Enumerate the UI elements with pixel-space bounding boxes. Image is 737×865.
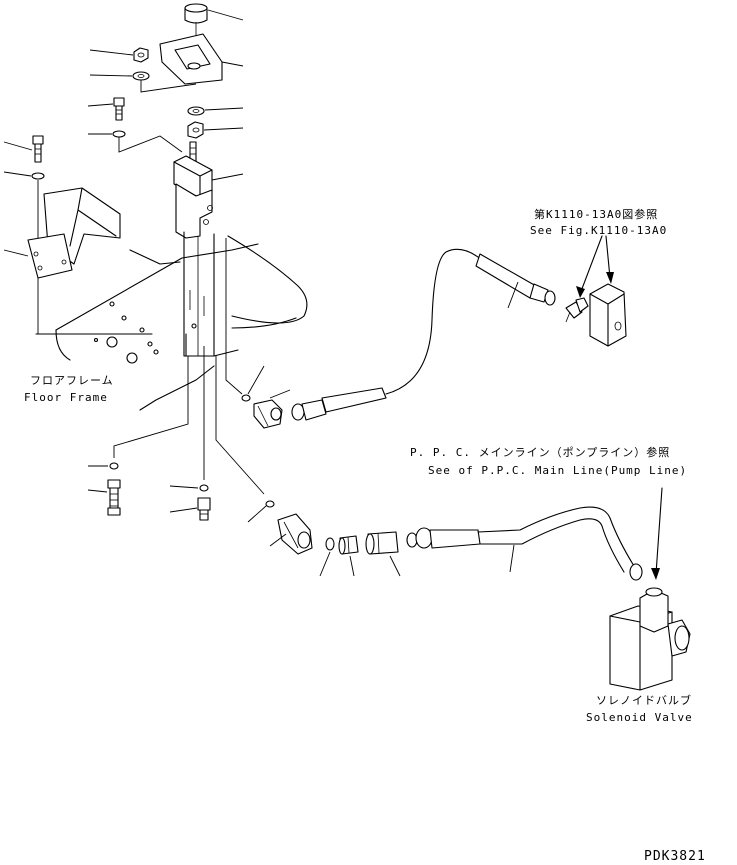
ppc-arrow [651, 487, 663, 580]
connector-left-lower [87, 479, 121, 516]
nut-mid-right [187, 121, 244, 139]
elbow-lower [269, 513, 313, 555]
ppc-valve [173, 141, 244, 357]
knob-cap [184, 3, 244, 56]
washer-top-left [89, 71, 197, 93]
ref-label-en: See Fig.K1110-13A0 [530, 224, 667, 237]
solenoid-label-jp: ソレノイドバルブ [596, 693, 692, 707]
solenoid-valve [609, 587, 691, 691]
ref-fitting [565, 297, 589, 323]
elbow-mid [253, 389, 291, 429]
washer-mid-right [187, 106, 244, 116]
o-ring-center-lower [169, 484, 209, 492]
ppc-label-en: See of P.P.C. Main Line(Pump Line) [428, 464, 687, 477]
nut-top-left [89, 47, 149, 63]
bolt-left-upper [87, 97, 125, 121]
ref-block [589, 283, 627, 347]
o-ring-left-lower [88, 462, 119, 470]
floor-frame [35, 235, 308, 411]
adapter-lower [338, 535, 359, 577]
lower-hose [406, 506, 643, 581]
floor-frame-label-en: Floor Frame [24, 391, 108, 404]
washer-left-upper [88, 130, 183, 153]
ref-arrows [576, 235, 614, 298]
bolt-far-left [3, 135, 44, 163]
ppc-label-jp: P. P. C. メインライン（ポンプライン）参照 [410, 445, 670, 459]
o-ring-mid [241, 365, 265, 402]
solenoid-label-en: Solenoid Valve [586, 711, 693, 724]
drawing-code: PDK3821 [644, 849, 706, 864]
connector-lower [365, 531, 401, 577]
connector-center-lower [169, 497, 211, 521]
o-ring-lower-small [319, 537, 335, 577]
top-bracket [159, 33, 244, 85]
leader-lines-valve [113, 238, 265, 495]
o-ring-lower-right [247, 500, 275, 523]
side-cover [3, 187, 121, 279]
floor-frame-label-jp: フロアフレーム [30, 374, 114, 387]
upper-hose [291, 248, 556, 421]
ref-label-jp: 第K1110-13A0図参照 [534, 207, 658, 221]
